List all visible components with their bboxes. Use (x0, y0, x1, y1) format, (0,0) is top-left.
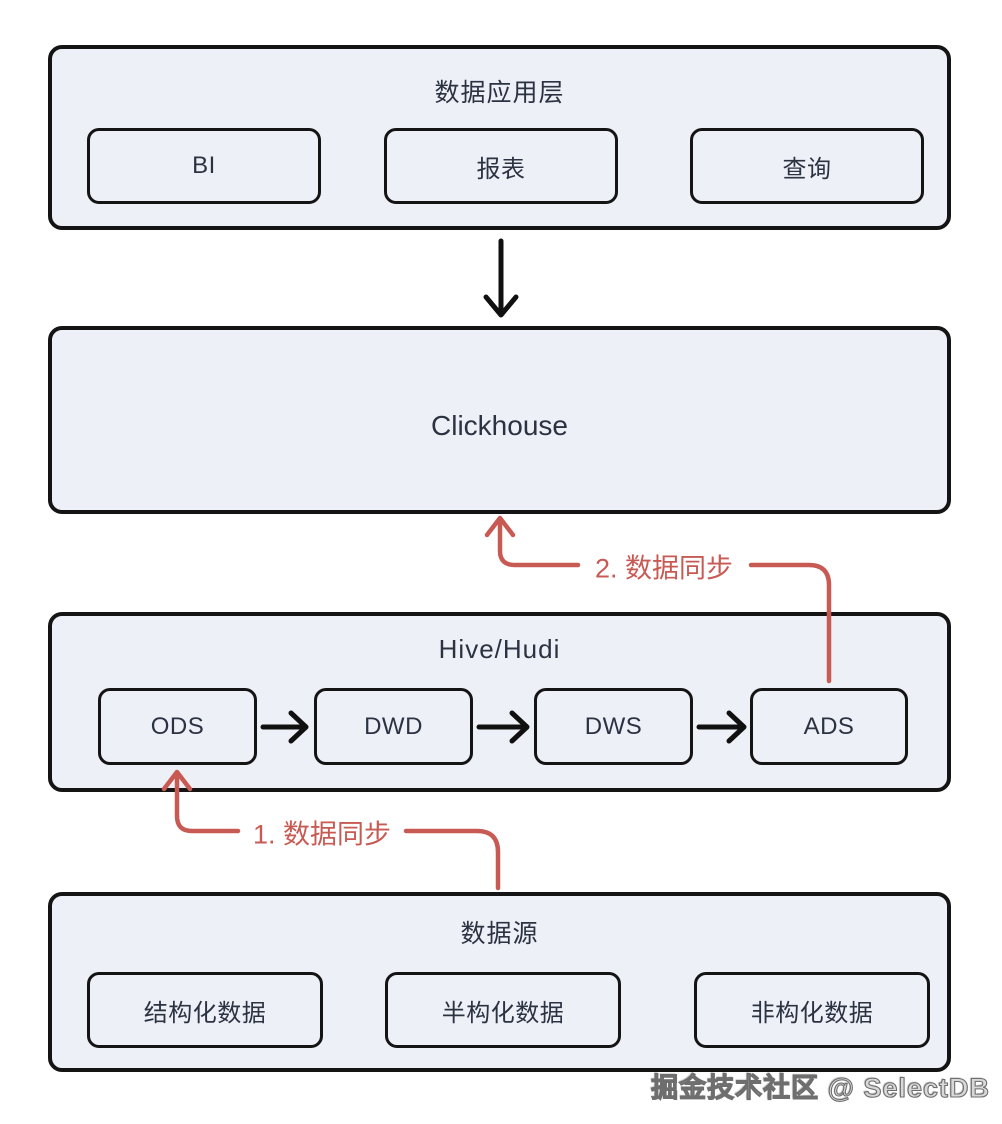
node-bi-label: BI (192, 152, 216, 179)
node-dwd: DWD (314, 688, 473, 765)
arrow-app-to-clickhouse-icon (483, 238, 519, 318)
node-dws-label: DWS (584, 712, 643, 740)
node-report-label: 报表 (476, 155, 526, 183)
node-structured-data-label: 结构化数据 (143, 999, 267, 1027)
node-ods: ODS (98, 688, 257, 765)
node-dwd-label: DWD (364, 712, 423, 740)
node-semi-structured-data: 半构化数据 (385, 972, 621, 1048)
node-semi-structured-data-label: 半构化数据 (441, 999, 565, 1027)
layer-hive-hudi-title: Hive/Hudi (438, 634, 561, 664)
node-bi: BI (87, 128, 321, 204)
sync1-label: 1. 数据同步 (252, 819, 392, 850)
node-ads: ADS (750, 688, 908, 765)
node-query: 查询 (690, 128, 924, 204)
watermark: 掘金技术社区 @ SelectDB (651, 1072, 990, 1103)
layer-clickhouse: Clickhouse (48, 326, 951, 514)
node-ads-label: ADS (803, 712, 855, 740)
node-unstructured-data-label: 非构化数据 (750, 999, 874, 1027)
node-dws: DWS (534, 688, 693, 765)
node-query-label: 查询 (782, 155, 832, 183)
node-report: 报表 (384, 128, 618, 204)
node-structured-data: 结构化数据 (87, 972, 323, 1048)
sync2-label: 2. 数据同步 (594, 553, 734, 584)
node-ods-label: ODS (150, 712, 205, 740)
layer-data-source-title: 数据源 (460, 920, 539, 948)
node-unstructured-data: 非构化数据 (694, 972, 930, 1048)
clickhouse-label: Clickhouse (431, 410, 568, 441)
layer-data-application-title: 数据应用层 (434, 79, 565, 107)
